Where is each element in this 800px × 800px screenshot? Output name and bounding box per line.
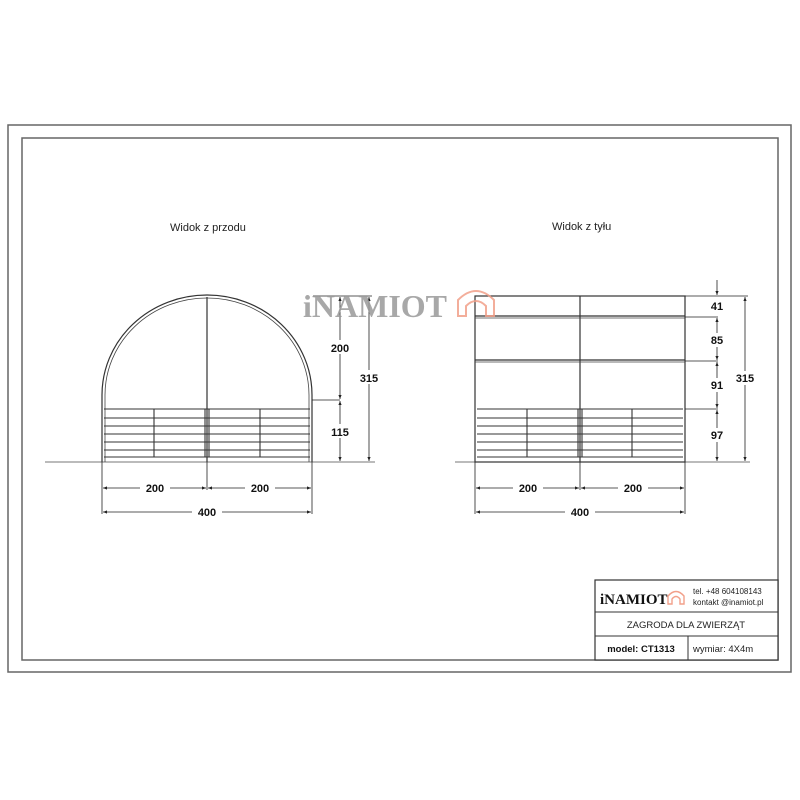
title-block-model: model: CT1313: [607, 644, 675, 655]
front-view: 200 115 315 200 200 400: [101, 294, 381, 519]
back-segment-4: 97: [711, 430, 723, 442]
back-segment-1: 41: [711, 301, 723, 313]
sheet-inner-border: [21, 137, 779, 661]
back-segment-3: 91: [711, 380, 723, 392]
title-block-phone: tel. +48 604108143: [693, 587, 762, 596]
back-height-total: 315: [736, 373, 754, 385]
title-block-size: wymiar: 4X4m: [692, 644, 753, 655]
back-width-total: 400: [571, 507, 589, 519]
front-view-title: Widok z przodu: [170, 222, 246, 234]
title-block-product-name: ZAGRODA DLA ZWIERZĄT: [627, 620, 745, 631]
back-view: 41 85 91 97 315 200 200 400: [474, 280, 757, 519]
front-height-total: 315: [360, 373, 378, 385]
tent-house-icon: [457, 290, 495, 317]
title-block: iNAMIOT tel. +48 604108143 kontakt @inam…: [594, 579, 779, 661]
tent-house-icon: [667, 590, 685, 605]
title-block-brand: iNAMIOT: [600, 592, 668, 608]
front-height-upper: 200: [331, 343, 349, 355]
watermark-text: iNAMIOT: [303, 288, 447, 324]
back-segment-2: 85: [711, 335, 723, 347]
sheet-outer-border: [7, 124, 792, 673]
back-view-title: Widok z tyłu: [552, 221, 611, 233]
front-width-left: 200: [146, 483, 164, 495]
title-block-email: kontakt @inamiot.pl: [693, 598, 764, 607]
front-width-right: 200: [251, 483, 269, 495]
watermark: iNAMIOT: [303, 288, 495, 324]
back-width-left: 200: [519, 483, 537, 495]
front-width-total: 400: [198, 507, 216, 519]
back-width-right: 200: [624, 483, 642, 495]
front-height-lower: 115: [331, 427, 349, 439]
